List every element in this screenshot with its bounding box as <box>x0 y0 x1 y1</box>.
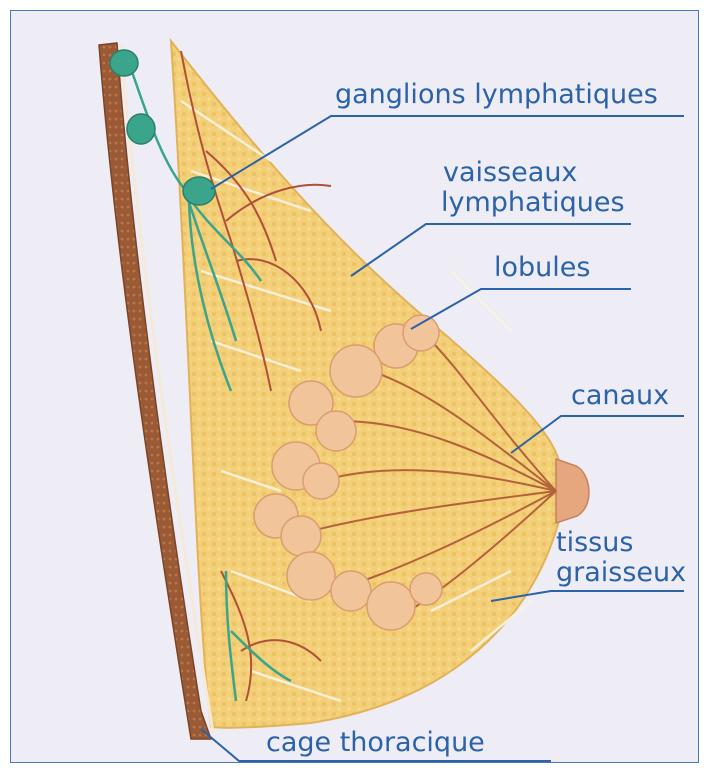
diagram-frame: ganglions lymphatiques vaisseaux lymphat… <box>10 10 699 763</box>
label-fat-2: graisseux <box>556 557 686 588</box>
label-lobules: lobules <box>494 252 590 283</box>
label-ducts: canaux <box>571 380 669 411</box>
nipple <box>556 459 589 523</box>
label-lymph-vessels-2: lymphatiques <box>441 187 625 218</box>
breast-anatomy-diagram: ganglions lymphatiques vaisseaux lymphat… <box>11 11 699 763</box>
label-lymph-vessels-1: vaisseaux <box>443 157 577 188</box>
label-lymph-nodes: ganglions lymphatiques <box>335 79 658 110</box>
label-rib-cage: cage thoracique <box>266 727 485 758</box>
label-fat-1: tissus <box>556 527 633 558</box>
